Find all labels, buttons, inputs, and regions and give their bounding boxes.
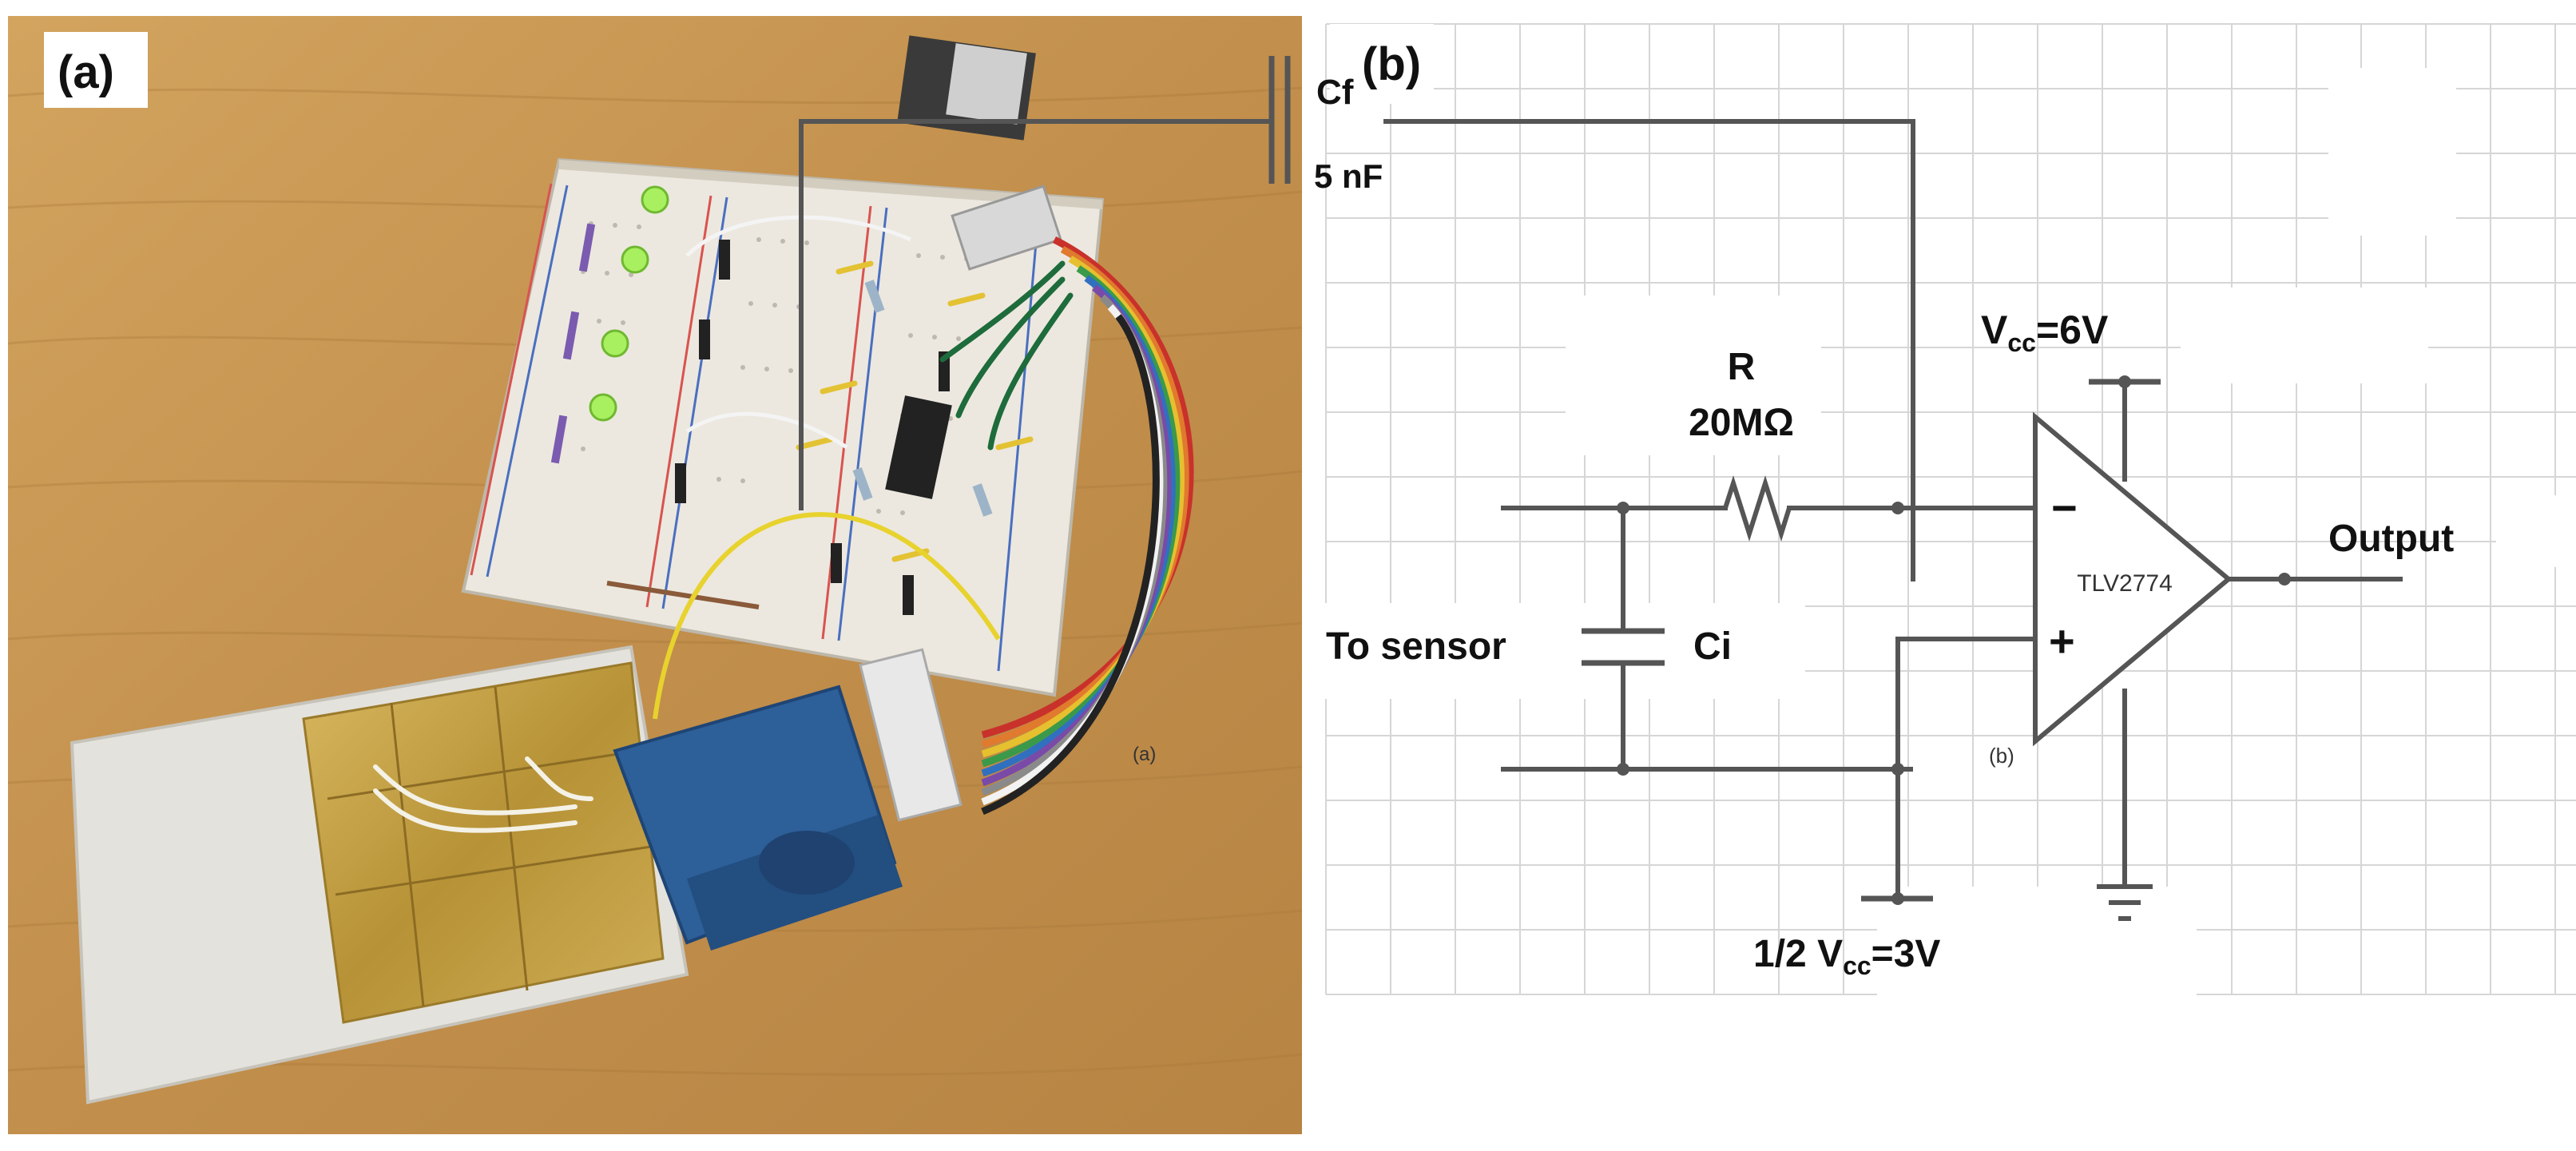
ground-symbol <box>2097 884 2153 921</box>
opamp-symbol <box>2033 411 2233 747</box>
resistor-value-label: 20MΩ <box>1689 402 1794 444</box>
label-backdrop <box>2496 495 2576 567</box>
opamp-part-label: TLV2774 <box>2077 570 2173 597</box>
resistor-name-label: R <box>1728 346 1756 388</box>
breadboard-photo: (a) (a) <box>7 16 1303 1134</box>
panel-b-caption: (b) <box>1989 744 2014 768</box>
non-inverting-input-symbol: + <box>2049 616 2075 666</box>
sensor-assembly <box>69 645 963 1105</box>
inverting-input-symbol: − <box>2051 482 2078 533</box>
panel-a-label-box <box>44 32 148 108</box>
to-sensor-label: To sensor <box>1326 625 1506 668</box>
circuit-panel: (b) <box>799 0 2576 1151</box>
input-capacitor-label: Ci <box>1693 625 1732 668</box>
cf-name-label: Cf <box>1316 73 1354 112</box>
vcc-label: Vcc=6V <box>1981 308 2109 357</box>
panel-b-label: (b) <box>1362 38 1421 90</box>
input-capacitor <box>1582 628 1665 666</box>
junction-dots <box>1617 375 2291 905</box>
circuit-diagram: (b) <box>799 23 2576 998</box>
resistor-symbol <box>1723 475 1792 542</box>
components <box>606 215 1074 615</box>
panel-a-caption: (a) <box>1133 744 1156 765</box>
label-backdrop <box>2328 68 2456 236</box>
photo-panel: (a) (a) <box>7 16 1303 1134</box>
yellow-wire <box>653 512 1001 720</box>
panel-a-label: (a) <box>58 46 114 98</box>
reference-label: 1/2 Vcc=3V <box>1753 933 1940 980</box>
label-backdrop <box>1310 603 1805 699</box>
breadboard <box>461 157 1105 697</box>
output-label: Output <box>2328 518 2454 560</box>
feedback-capacitor <box>1268 56 1291 184</box>
label-backdrop <box>1877 887 2197 998</box>
label-backdrops <box>1310 24 2576 998</box>
cf-value-label: 5 nF <box>1314 157 1383 195</box>
label-backdrop <box>1330 24 1434 104</box>
circuit-wires <box>799 119 2403 901</box>
top-connector <box>897 35 1062 271</box>
green-leds <box>550 185 669 464</box>
rainbow-ribbon-cable <box>981 236 1194 816</box>
label-backdrop <box>2181 288 2428 383</box>
label-backdrop <box>1566 296 1821 455</box>
